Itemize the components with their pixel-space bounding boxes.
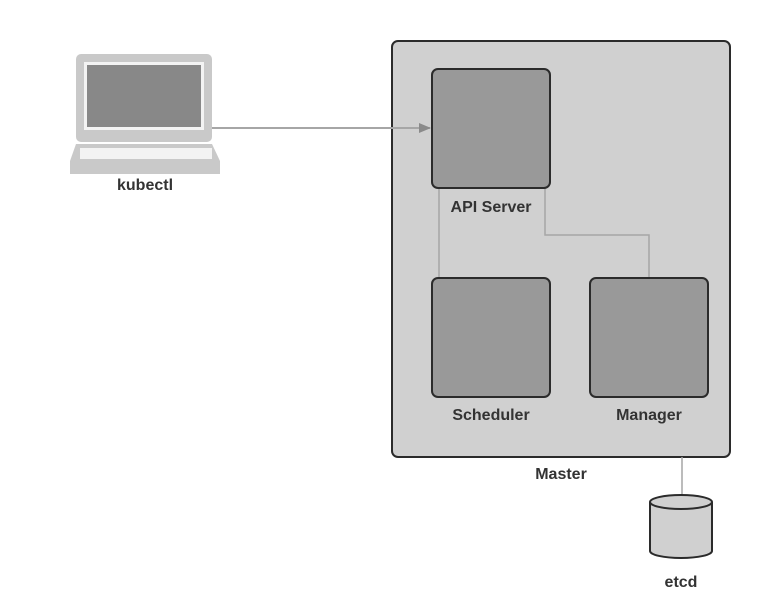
laptop-icon <box>70 54 220 174</box>
api-server-label: API Server <box>450 199 532 216</box>
database-icon <box>649 494 713 559</box>
manager-box <box>589 277 709 398</box>
kubectl-label: kubectl <box>116 177 174 194</box>
scheduler-box <box>431 277 551 398</box>
scheduler-label: Scheduler <box>452 407 530 424</box>
connector-api-server-to-manager <box>544 188 650 278</box>
etcd-label: etcd <box>664 574 698 591</box>
manager-label: Manager <box>616 407 682 424</box>
api-server-box <box>431 68 551 189</box>
master-label: Master <box>535 466 587 483</box>
